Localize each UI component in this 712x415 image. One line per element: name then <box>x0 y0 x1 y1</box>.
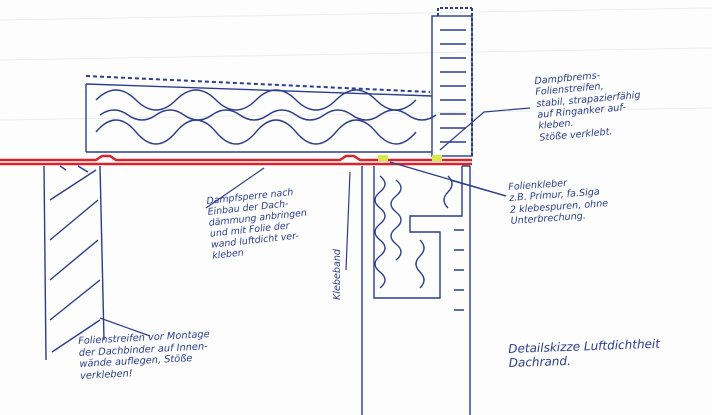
paper-grid <box>0 7 712 121</box>
annotation-vapor-barrier: Dampfsperre nach Einbau der Dach- dämmun… <box>206 186 308 263</box>
adhesive-beads <box>378 155 442 161</box>
interior-wall <box>43 165 105 361</box>
ring-beam <box>361 165 471 415</box>
leader-lines <box>99 107 531 337</box>
vapor-barrier-line <box>0 154 472 166</box>
roof-insulation <box>85 75 437 153</box>
adhesive-bead <box>432 155 442 161</box>
adhesive-bead <box>378 155 388 161</box>
annotation-vapor-strip: Dampfbrems- Folienstreifen, stabil, stra… <box>534 70 641 144</box>
edge-upstand <box>431 7 473 157</box>
annotation-tape: Klebeband <box>332 249 343 300</box>
